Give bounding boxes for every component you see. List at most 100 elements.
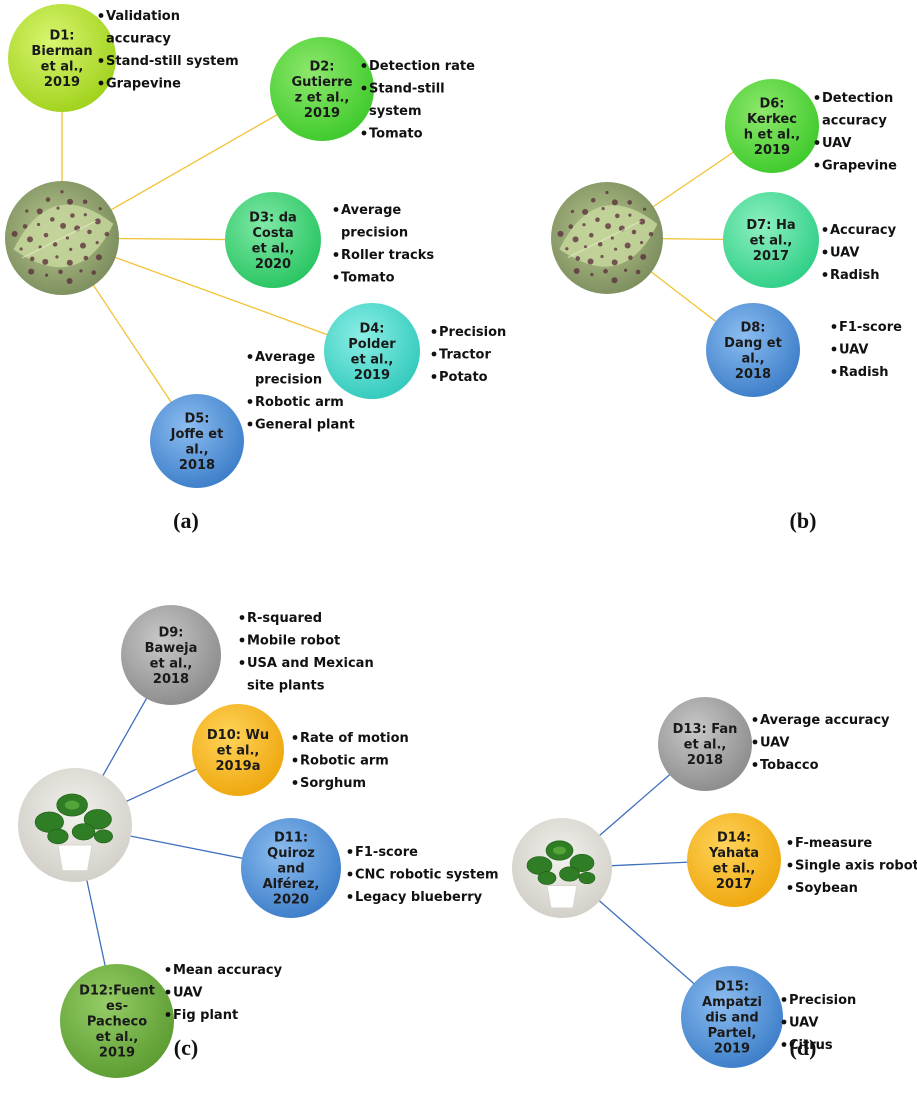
bullet-dot xyxy=(822,272,828,277)
bullet-item: accuracy xyxy=(106,32,171,47)
bullet-item: Roller tracks xyxy=(341,248,434,263)
bullet-dot xyxy=(239,637,245,643)
center-layer xyxy=(5,181,663,918)
bullet-item: UAV xyxy=(173,986,202,1001)
bullet-dot xyxy=(787,862,793,868)
bullet-dot xyxy=(292,757,298,763)
node-circle xyxy=(121,605,221,705)
bullet-item: UAV xyxy=(839,343,868,358)
bullet-item: F1-score xyxy=(839,320,902,335)
bullet-item: site plants xyxy=(247,679,325,694)
bullet-dot xyxy=(98,13,104,18)
bullet-dot xyxy=(814,140,820,145)
bullet-item: accuracy xyxy=(822,114,887,129)
panel-label: (c) xyxy=(174,1035,198,1060)
bullet-item: Tractor xyxy=(439,348,491,363)
bullet-item: Mobile robot xyxy=(247,634,340,649)
bullet-item: Radish xyxy=(830,268,880,283)
bullet-item: Validation xyxy=(106,9,180,24)
bullet-dot xyxy=(431,374,437,379)
node-circle xyxy=(241,818,341,918)
bullet-dot xyxy=(98,58,104,63)
node-circle xyxy=(324,303,420,399)
bullet-item: Grapevine xyxy=(822,159,897,174)
bullet-item: Average xyxy=(255,350,315,365)
bullet-item: Potato xyxy=(439,370,488,385)
bullet-dot xyxy=(165,989,171,995)
bullet-dot xyxy=(239,615,245,620)
node-circle xyxy=(658,697,752,791)
bullet-item: Mean accuracy xyxy=(173,963,283,978)
bullet-dot xyxy=(361,130,367,136)
bullet-item: Single axis robot xyxy=(795,859,917,874)
bullet-item: Precision xyxy=(439,325,506,340)
bullet-item: UAV xyxy=(760,736,789,751)
bullet-dot xyxy=(752,739,758,745)
bullet-dot xyxy=(347,871,353,877)
diseased-leaf-icon xyxy=(551,182,663,294)
bullet-item: Tomato xyxy=(369,127,423,142)
node-circle xyxy=(681,966,783,1068)
bullet-item: Detection rate xyxy=(369,59,475,74)
bullet-dot xyxy=(361,85,367,91)
bullet-dot xyxy=(831,369,837,374)
bullet-dot xyxy=(752,717,758,722)
bullet-dot xyxy=(752,762,758,767)
potted-plant-icon xyxy=(512,818,612,918)
bullet-item: Detection xyxy=(822,91,893,106)
bullet-item: Rate of motion xyxy=(300,731,409,746)
bullet-dot xyxy=(831,324,837,329)
bullet-item: Tobacco xyxy=(760,758,819,773)
node-circle xyxy=(725,79,819,173)
node-circle xyxy=(225,192,321,288)
bullet-dot xyxy=(347,849,353,854)
bullet-dot xyxy=(247,354,253,359)
bullet-dot xyxy=(247,421,253,427)
bullet-item: Fig plant xyxy=(173,1008,238,1023)
bullet-dot xyxy=(333,207,339,212)
panel-label: (d) xyxy=(790,1035,817,1060)
label-layer: (a) (b) (c) (d) xyxy=(173,508,816,1060)
bullet-dot xyxy=(239,660,245,665)
bullet-item: Sorghum xyxy=(300,776,366,791)
bullet-dot xyxy=(787,885,793,890)
node-circle xyxy=(8,4,116,112)
bullet-item: Accuracy xyxy=(830,223,897,238)
bullet-item: Robotic arm xyxy=(300,754,389,769)
bullet-item: Average accuracy xyxy=(760,713,890,728)
panel-label: (a) xyxy=(173,508,199,533)
bullet-dot xyxy=(98,80,104,86)
panel-label: (b) xyxy=(790,508,817,533)
node-circle xyxy=(60,964,174,1078)
